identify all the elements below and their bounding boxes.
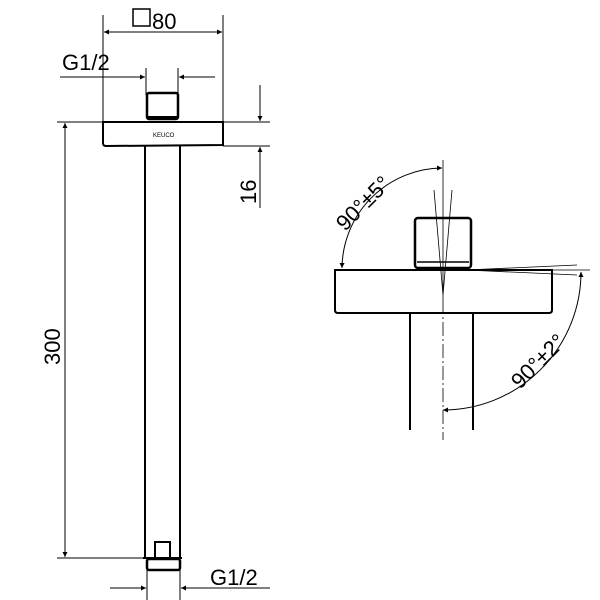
front-view: [57, 8, 270, 600]
top-nipple: [145, 91, 180, 121]
angle-arc-side: [442, 271, 584, 413]
brand-mark: KEUCO: [153, 133, 175, 139]
side-angle-tolerance-label: 90°±2°: [506, 329, 571, 394]
ceiling-flange: [102, 121, 224, 148]
square-symbol-icon: [132, 8, 151, 27]
bottom-nipple: [154, 541, 171, 559]
flange-size-label: 80: [152, 9, 176, 34]
bottom-nut: [145, 557, 182, 572]
flange-height-label: 16: [236, 180, 261, 204]
top-angle-tolerance-label: 90°±5°: [331, 171, 396, 236]
tolerance-detail-view: [334, 160, 590, 440]
arm-length-label: 300: [40, 328, 65, 365]
thread-top-label: G1/2: [62, 50, 110, 75]
angle-arc-top: [339, 165, 443, 269]
thread-bottom-label: G1/2: [210, 565, 258, 590]
